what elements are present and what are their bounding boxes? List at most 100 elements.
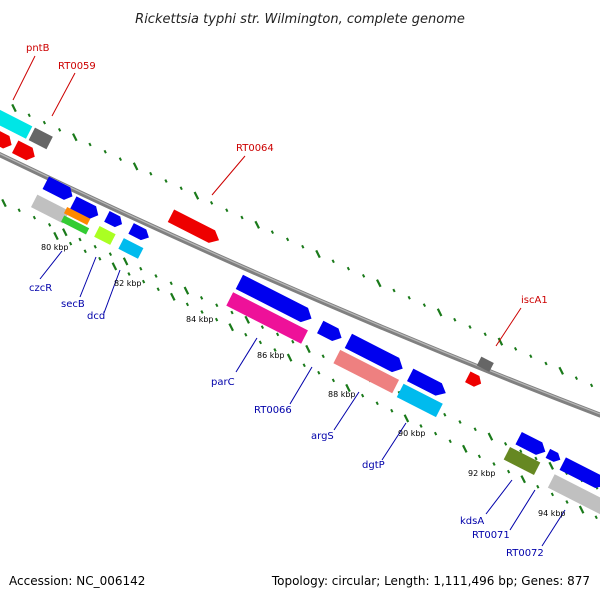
track-tick xyxy=(200,310,204,314)
track-tick xyxy=(240,215,244,220)
gene-label-kdsa[interactable]: kdsA xyxy=(460,516,484,527)
track-tick xyxy=(473,427,477,432)
track-tick xyxy=(407,295,411,300)
track-tick xyxy=(443,412,447,417)
track-tick xyxy=(225,208,229,213)
track-tick xyxy=(331,259,335,264)
feature-blue-long-1[interactable] xyxy=(235,274,315,326)
feature-lightblue-1[interactable] xyxy=(118,238,144,259)
feature-args[interactable] xyxy=(333,349,400,394)
gene-label-czcr[interactable]: czcR xyxy=(29,283,52,294)
track-tick xyxy=(390,408,394,413)
track-tick xyxy=(448,439,452,444)
track-tick xyxy=(594,515,598,520)
gene-label-pntb[interactable]: pntB xyxy=(26,43,50,54)
track-tick xyxy=(72,133,78,142)
scale-label-94: 94 kbp xyxy=(538,509,566,518)
feature-blue-1[interactable] xyxy=(42,176,76,202)
track-tick xyxy=(497,337,504,346)
track-tick xyxy=(286,353,293,362)
feature-blue-5[interactable] xyxy=(317,320,345,344)
track-tick xyxy=(78,237,82,242)
feature-green[interactable] xyxy=(61,215,90,235)
feature-dgtp[interactable] xyxy=(396,383,443,418)
track-tick xyxy=(108,252,113,256)
track-tick xyxy=(534,456,538,461)
scale-label-90: 90 kbp xyxy=(398,429,426,438)
track-tick xyxy=(419,424,423,428)
scale-label-84: 84 kbp xyxy=(186,315,214,324)
track-tick xyxy=(244,332,248,337)
gene-label-dcd[interactable]: dcd xyxy=(87,311,105,322)
gene-label-rt0064[interactable]: RT0064 xyxy=(236,143,274,154)
gene-label-parc[interactable]: parC xyxy=(211,377,235,388)
track-tick xyxy=(302,363,306,368)
track-tick xyxy=(346,266,351,271)
feature-red-2[interactable] xyxy=(11,140,38,163)
gene-label-secb[interactable]: secB xyxy=(61,299,85,310)
feature-blue-3[interactable] xyxy=(104,211,125,229)
feature-silver[interactable] xyxy=(31,194,70,224)
feature-gray-small[interactable] xyxy=(476,356,494,372)
track-tick xyxy=(103,149,107,154)
track-tick xyxy=(305,344,311,354)
track-tick xyxy=(183,286,190,295)
track-tick xyxy=(42,120,47,125)
genome-backbone-highlight xyxy=(0,153,600,415)
track-tick xyxy=(520,475,526,484)
feature-blue-2[interactable] xyxy=(70,196,101,221)
track-tick xyxy=(519,449,523,454)
feature-blue-7[interactable] xyxy=(515,431,548,458)
feature-cyan[interactable] xyxy=(0,104,33,139)
gene-label-rt0072[interactable]: RT0072 xyxy=(506,548,544,559)
gene-label-rt0059[interactable]: RT0059 xyxy=(58,61,96,72)
scale-label-92: 92 kbp xyxy=(468,469,496,478)
track-tick xyxy=(83,249,87,254)
track-tick xyxy=(403,414,410,423)
track-tick xyxy=(122,257,129,266)
track-tick xyxy=(11,103,17,113)
track-tick xyxy=(331,378,336,383)
feature-blue-6[interactable] xyxy=(407,368,449,400)
track-tick xyxy=(127,272,131,276)
feature-parc[interactable] xyxy=(226,292,308,344)
feature-gray[interactable] xyxy=(28,127,53,150)
gene-label-rt0071[interactable]: RT0071 xyxy=(472,530,510,541)
track-tick xyxy=(47,223,52,227)
track-tick xyxy=(506,469,511,474)
gene-label-dgtp[interactable]: dgtP xyxy=(362,460,385,471)
track-tick xyxy=(558,366,564,375)
feature-blue-long-2[interactable] xyxy=(344,333,407,376)
track-tick xyxy=(154,274,158,278)
gene-label-isca1[interactable]: iscA1 xyxy=(521,295,548,306)
gene-label-args[interactable]: argS xyxy=(311,431,334,442)
track-tick xyxy=(376,279,382,288)
track-tick xyxy=(392,288,396,293)
track-tick xyxy=(578,505,585,514)
track-tick xyxy=(321,354,325,359)
feature-blue-8[interactable] xyxy=(545,448,563,464)
feature-blue-4[interactable] xyxy=(128,223,151,243)
genome-backbone xyxy=(0,152,600,418)
track-tick xyxy=(230,310,234,315)
feature-red-1[interactable] xyxy=(0,120,15,152)
feature-kdsa[interactable] xyxy=(503,447,541,475)
scale-label-86: 86 kbp xyxy=(257,351,285,360)
feature-orange[interactable] xyxy=(63,206,91,226)
feature-blue-9[interactable] xyxy=(559,457,600,491)
track-tick xyxy=(574,376,579,380)
track-tick xyxy=(492,462,496,466)
feature-lime[interactable] xyxy=(94,226,116,245)
track-tick xyxy=(285,237,290,242)
feature-rt0064[interactable] xyxy=(167,209,222,247)
track-tick xyxy=(301,244,305,249)
genome-summary-text: Topology: circular; Length: 1,111,496 bp… xyxy=(271,574,590,588)
track-tick xyxy=(536,484,540,489)
feature-isca1[interactable] xyxy=(465,371,484,389)
track-tick xyxy=(17,208,21,213)
track-tick xyxy=(164,179,168,183)
track-tick xyxy=(317,370,321,375)
track-tick xyxy=(529,354,533,359)
gene-label-rt0066[interactable]: RT0066 xyxy=(254,405,292,416)
